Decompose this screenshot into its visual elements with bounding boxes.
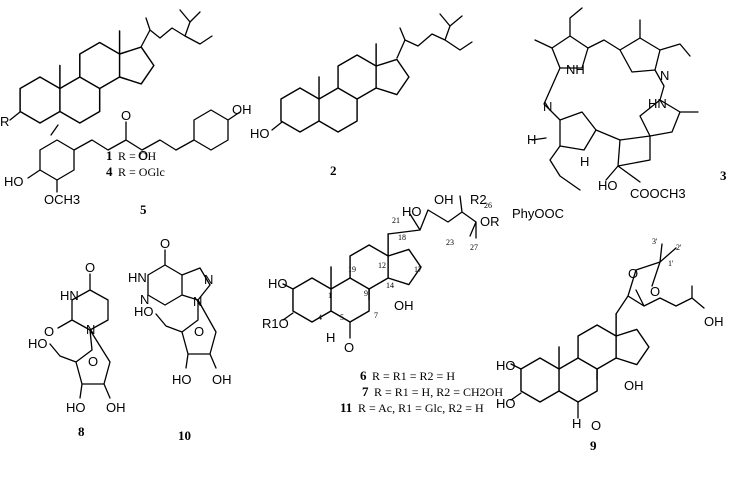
atom-number: 3' [652, 237, 658, 246]
o-label: O [44, 324, 54, 339]
ho-label: HO [4, 174, 24, 189]
compound-6-caption: R = R1 = R2 = H [372, 369, 455, 383]
ho-label-2: HO [172, 372, 192, 387]
ho-20-label: HO [402, 204, 422, 219]
cooch3-label: COOCH3 [630, 186, 686, 201]
o-label: O [344, 340, 354, 355]
oh-label: OH [232, 102, 252, 117]
nh-label: NH [566, 62, 585, 77]
atom-number: 19 [348, 265, 356, 274]
och3-label: OCH3 [44, 192, 80, 207]
compound-4-caption: R = OGlc [118, 165, 165, 179]
compound-5-id: 5 [140, 202, 147, 217]
compound-11-caption: R = Ac, R1 = Glc, R2 = H [358, 401, 484, 415]
n-label-3: N [193, 294, 202, 309]
atom-number: 7 [374, 311, 378, 320]
compound-8-structure: O HN O N O HO HO OH 8 [28, 260, 126, 439]
ho-label: HO [598, 178, 618, 193]
phyooc-label: PhyOOC [512, 206, 564, 221]
atom-number: 26 [484, 201, 492, 210]
compound-6-id: 6 [360, 368, 367, 383]
h-label: H [572, 416, 581, 431]
compound-10-structure: O HN N N N O HO HO OH 10 [128, 236, 232, 443]
h-label: H [527, 132, 536, 147]
o-label: O [591, 418, 601, 433]
compound-1-structure: R 1 R = OH 4 R = OGlc [0, 9, 213, 179]
o-20-label: O [628, 266, 638, 281]
n-label: N [140, 292, 149, 307]
o-ester-label: O [138, 148, 148, 163]
compound-7-caption: R = R1 = H, R2 = CH2OH [374, 385, 503, 399]
oh-22-label: OH [434, 192, 454, 207]
atom-number: 17 [414, 265, 422, 274]
ho-2-label: HO [496, 358, 516, 373]
atom-number: 12 [378, 261, 386, 270]
atom-number: 1 [328, 291, 332, 300]
r1o-label: R1O [262, 316, 289, 331]
o-top-label: O [160, 236, 170, 251]
atom-number: 18 [398, 233, 406, 242]
atom-number: 5 [340, 313, 344, 322]
atom-number: 4 [318, 313, 322, 322]
oh-label: OH [212, 372, 232, 387]
compound-5-structure: O O OH HO OCH3 5 [4, 102, 252, 217]
oh-14-label: OH [394, 298, 414, 313]
ring-o-label: O [88, 354, 98, 369]
compound-8-id: 8 [78, 424, 85, 439]
n-label-2: N [204, 272, 213, 287]
atom-number: 27 [470, 243, 478, 252]
n-label: N [660, 68, 669, 83]
hn-label: HN [60, 288, 79, 303]
compound-6-structure: HO R1O H O OH HO OH R2 OR 19 1 4 5 9 12 … [262, 192, 503, 415]
h-label-2: H [580, 154, 589, 169]
compound-9-id: 9 [590, 438, 597, 453]
compound-1-id: 1 [106, 148, 113, 163]
compound-2-id: 2 [330, 163, 337, 178]
ho-label: HO [134, 304, 154, 319]
hn-label: HN [648, 96, 667, 111]
o-carbonyl-label: O [121, 108, 131, 123]
compound-3-id: 3 [720, 168, 727, 183]
r-label: R [0, 114, 9, 129]
atom-number: 2' [676, 243, 682, 252]
oh-label: OH [106, 400, 126, 415]
compound-10-id: 10 [178, 428, 191, 443]
ho-label: HO [28, 336, 48, 351]
hn-label: HN [128, 270, 147, 285]
ho-3-label: HO [496, 396, 516, 411]
atom-number: 9 [364, 289, 368, 298]
compound-1-caption: R = OH [118, 149, 156, 163]
atom-number: 21 [392, 216, 400, 225]
ring-o-label: O [194, 324, 204, 339]
atom-number: 23 [446, 238, 454, 247]
oh-25-label: OH [704, 314, 724, 329]
ho-label: HO [250, 126, 270, 141]
n-label-2: N [543, 99, 552, 114]
compound-7-id: 7 [362, 384, 369, 399]
or-label: OR [480, 214, 500, 229]
atom-number: 1' [668, 259, 674, 268]
compound-3-structure: NH N HN N H H HO COOCH3 PhyOOC 3 [512, 7, 727, 221]
compound-9-structure: HO HO H O OH O O OH 3' 2' 1' 9 [496, 237, 724, 453]
r2-label: R2 [470, 192, 487, 207]
atom-number: 14 [386, 281, 394, 290]
o-22-label: O [650, 284, 660, 299]
compound-4-id: 4 [106, 164, 113, 179]
ho-label: HO [268, 276, 288, 291]
ho-label-2: HO [66, 400, 86, 415]
oh-14-label: OH [624, 378, 644, 393]
compound-11-id: 11 [340, 400, 352, 415]
compound-2-structure: HO 2 [250, 13, 473, 178]
o-top-label: O [85, 260, 95, 275]
n-label: N [86, 322, 95, 337]
h-label: H [326, 330, 335, 345]
